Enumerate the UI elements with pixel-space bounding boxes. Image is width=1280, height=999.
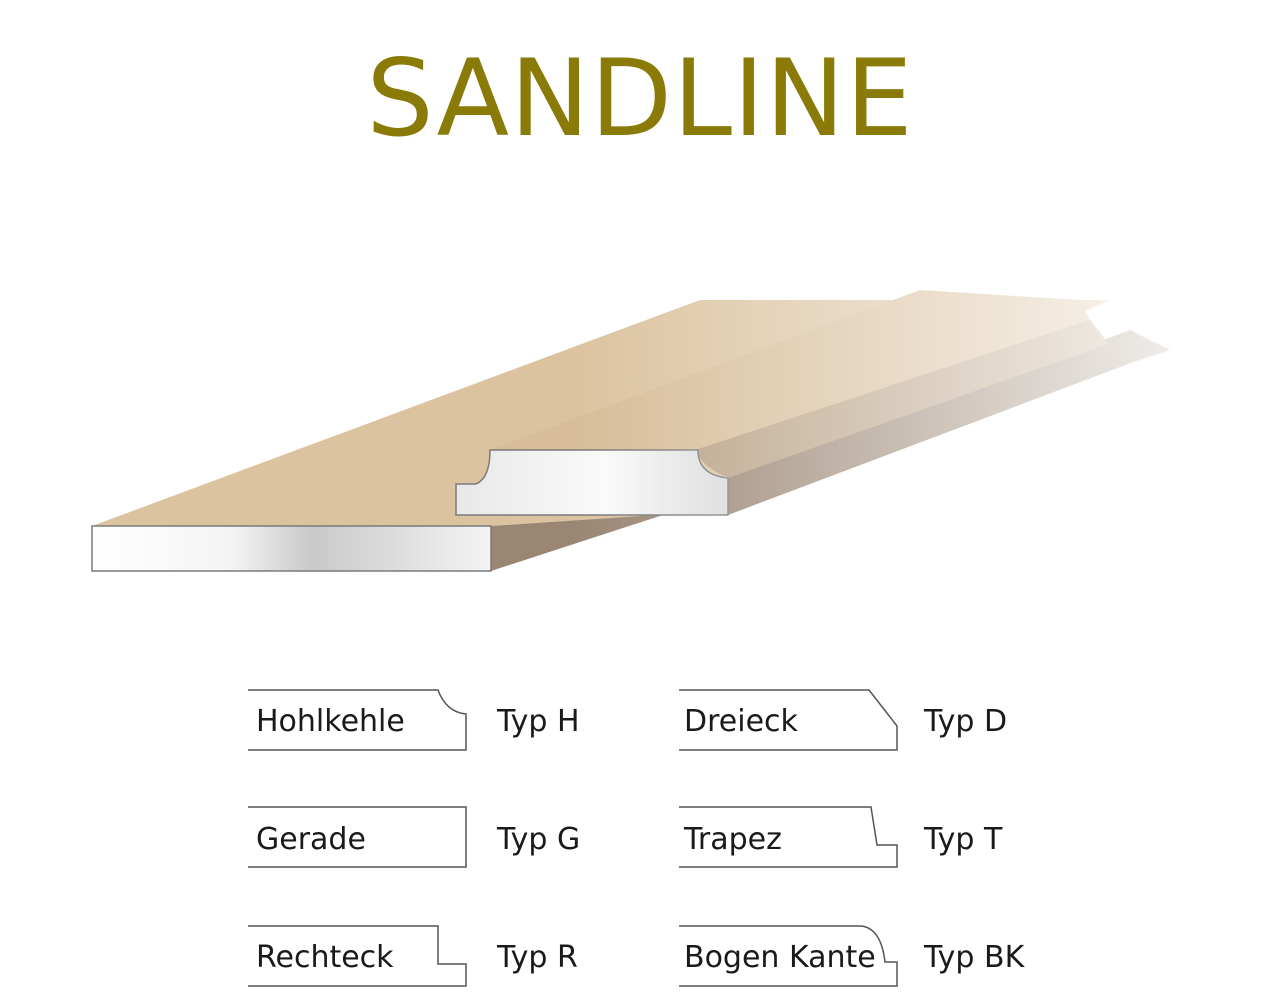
- profile-name-5: Rechteck: [256, 940, 394, 975]
- profile-name-6: Bogen Kante: [684, 940, 876, 975]
- profile-legend: Hohlkehle Typ H Dreieck Typ D Gerade Typ…: [0, 670, 1280, 999]
- profile-type-6: Typ BK: [924, 940, 1025, 975]
- profile-shape-chamfer: [679, 689, 898, 751]
- profile-name-4: Trapez: [684, 822, 782, 857]
- page-title: SANDLINE: [366, 37, 914, 160]
- board-profile-illustration: [0, 260, 1280, 600]
- profile-shape-round-edge: [679, 925, 898, 987]
- profile-name-2: Dreieck: [684, 704, 798, 739]
- profile-type-3: Typ G: [497, 822, 581, 857]
- profile-type-5: Typ R: [497, 940, 578, 975]
- profile-shape-trapezoid: [679, 806, 898, 868]
- profile-type-4: Typ T: [924, 822, 1003, 857]
- profile-type-2: Typ D: [924, 704, 1008, 739]
- profile-type-1: Typ H: [497, 704, 580, 739]
- profile-name-3: Gerade: [256, 822, 366, 857]
- profile-name-1: Hohlkehle: [256, 704, 405, 739]
- profile-shape-rect-step: [248, 925, 467, 987]
- profile-shape-straight: [248, 806, 467, 868]
- profile-shape-cove: [248, 689, 467, 751]
